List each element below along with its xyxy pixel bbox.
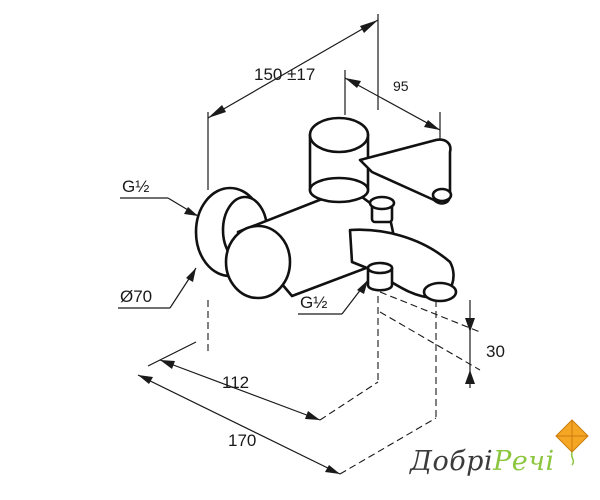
label-outlet-thread: G½ bbox=[298, 279, 369, 315]
diverter-knob bbox=[368, 195, 396, 211]
rosette-diameter-label: Ø70 bbox=[120, 287, 152, 306]
dim-label-170: 170 bbox=[228, 431, 256, 450]
cartridge-ring bbox=[308, 176, 370, 204]
dim-label-112: 112 bbox=[222, 373, 249, 392]
kite-logo-icon bbox=[555, 419, 589, 466]
brand-watermark: ДобріРечі bbox=[410, 446, 555, 477]
outlet-thread-label: G½ bbox=[300, 293, 327, 312]
label-inlet-thread: G½ bbox=[120, 177, 199, 217]
faucet-body bbox=[194, 116, 458, 303]
brand-name-part2: Речі bbox=[493, 446, 555, 477]
dimension-width-top: 150 ±17 bbox=[207, 14, 379, 190]
dim-label-95: 95 bbox=[393, 78, 409, 94]
dimension-width-bottom: 170 bbox=[137, 374, 437, 475]
dimension-depth-bottom: 112 bbox=[147, 296, 437, 421]
dimension-depth-top: 95 bbox=[344, 70, 441, 140]
dim-label-150: 150 ±17 bbox=[254, 65, 315, 84]
body-end-cap bbox=[224, 224, 292, 300]
brand-name-part1: Добрі bbox=[410, 446, 494, 477]
dim-label-30: 30 bbox=[486, 342, 505, 361]
lever-tip bbox=[431, 187, 453, 203]
spout-outlet bbox=[422, 281, 458, 303]
label-rosette-diameter: Ø70 bbox=[118, 267, 197, 309]
inlet-thread-label: G½ bbox=[122, 177, 149, 196]
outlet-connector-top bbox=[366, 261, 394, 275]
cartridge-top bbox=[308, 116, 370, 154]
dimension-height-outlet: 30 bbox=[379, 291, 505, 388]
